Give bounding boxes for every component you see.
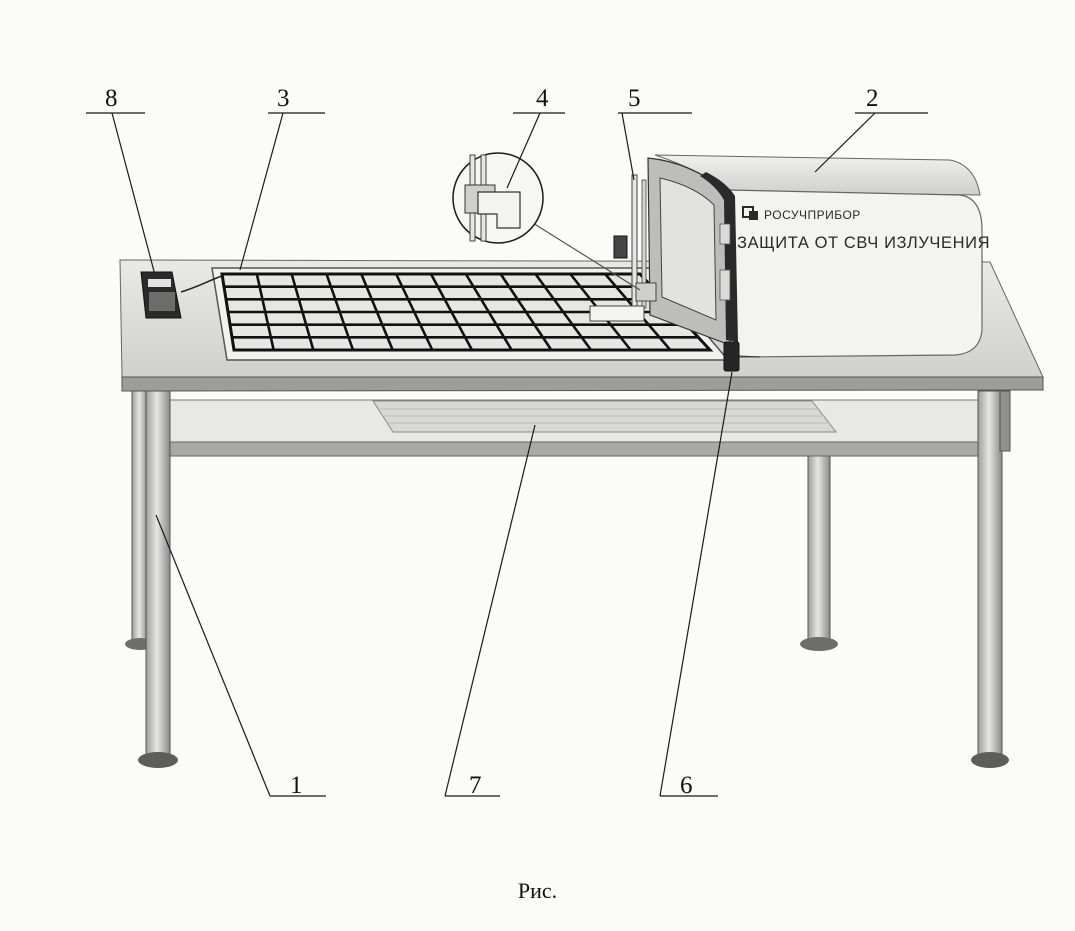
oven-control-top	[719, 223, 731, 245]
probe-holder	[589, 305, 645, 322]
meter-display	[148, 279, 171, 287]
shelf-panel-pattern	[380, 408, 830, 424]
oven-control-bottom	[719, 269, 731, 301]
meter-keypad	[149, 292, 175, 311]
label-5: 5	[628, 85, 641, 112]
table-leg-front-right	[977, 390, 1003, 758]
sensor-body	[723, 341, 740, 372]
probe	[519, 174, 657, 322]
sensor-cable	[738, 355, 761, 358]
label-6: 6	[680, 772, 693, 799]
detail-view	[452, 152, 544, 244]
label-3: 3	[277, 85, 290, 112]
oven: РОСУЧПРИБОР ЗАЩИТА ОТ СВЧ ИЗЛУЧЕНИЯ	[647, 154, 990, 358]
label-7: 7	[469, 772, 482, 799]
leader-4	[506, 112, 541, 189]
label-8: 8	[105, 85, 118, 112]
meter	[140, 271, 223, 319]
table-top-edge	[121, 376, 1044, 392]
table-foot-front-left	[138, 752, 178, 768]
figure-caption: Рис.	[517, 878, 558, 903]
leader-2	[814, 112, 876, 173]
table-leg-front-left	[145, 390, 171, 758]
leader-1	[155, 514, 271, 797]
leader-3	[239, 112, 284, 271]
leader-8	[111, 112, 156, 276]
label-1: 1	[290, 772, 303, 799]
brand-logo-icon	[742, 206, 758, 220]
oven-title: ЗАЩИТА ОТ СВЧ ИЗЛУЧЕНИЯ	[737, 234, 990, 252]
detail-block	[477, 191, 521, 229]
table-leg-brace-right	[999, 390, 1011, 452]
oven-brand: РОСУЧПРИБОР	[764, 208, 861, 222]
table-foot-back-right	[800, 637, 838, 651]
callouts: 8 3 4 5 2 1 7 6	[86, 85, 928, 799]
grid-plate	[211, 267, 730, 361]
probe-arm	[519, 214, 641, 291]
sensor	[723, 341, 761, 372]
shelf-rail	[149, 441, 1003, 457]
meter-cable	[180, 275, 223, 293]
probe-clamp	[613, 235, 628, 259]
leader-7	[444, 424, 536, 797]
table-foot-front-right	[971, 752, 1009, 768]
label-2: 2	[866, 85, 879, 112]
leader-6	[659, 371, 733, 797]
grid-lines	[224, 273, 699, 351]
label-4: 4	[536, 85, 549, 112]
oven-door-window	[659, 177, 717, 321]
leader-5	[621, 112, 635, 181]
table-leg-back-right	[807, 454, 831, 644]
probe-base-block	[635, 282, 657, 302]
